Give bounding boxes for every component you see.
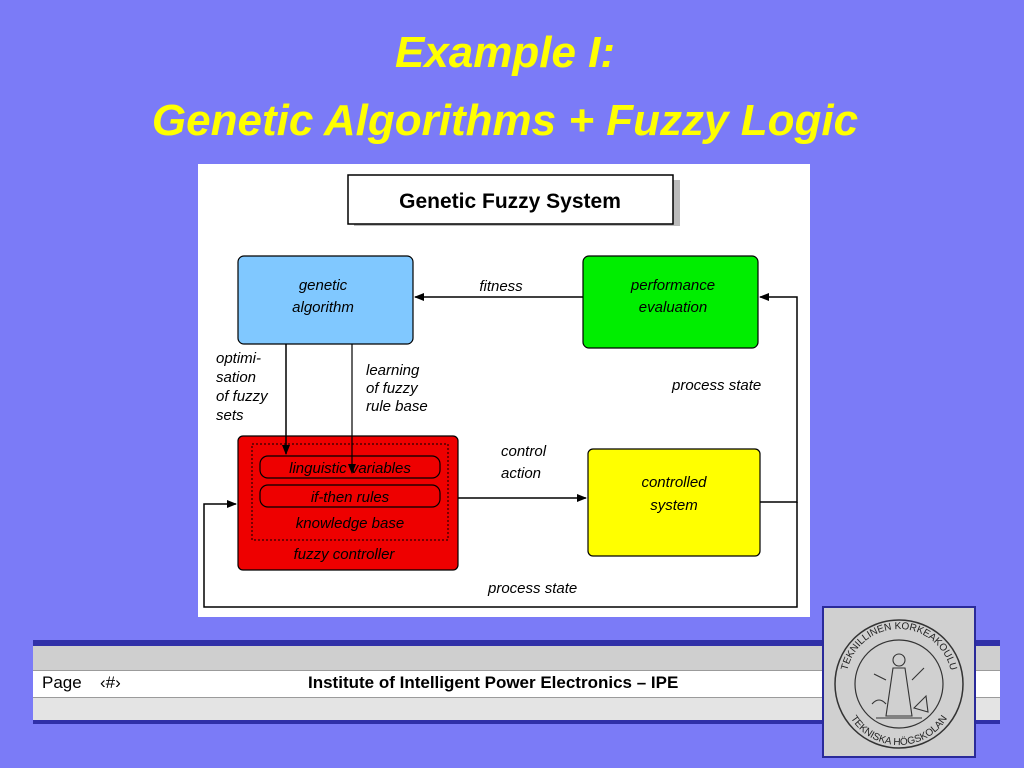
genetic-fuzzy-system-diagram: Genetic Fuzzy System genetic algorithm p… <box>198 164 810 617</box>
genetic-algorithm-line2: algorithm <box>292 299 354 316</box>
seal-figure-icon <box>871 653 929 719</box>
process-state-right-label: process state <box>671 377 761 394</box>
diagram-heading: Genetic Fuzzy System <box>399 190 621 213</box>
footer-bar-lower <box>33 698 1000 720</box>
controlled-system-line2: system <box>650 497 698 514</box>
heading-box <box>347 174 674 225</box>
page-label: Page <box>42 673 82 692</box>
page-number: ‹#› <box>100 673 121 692</box>
linguistic-variables-label: linguistic variables <box>289 460 411 477</box>
fitness-label: fitness <box>479 278 523 295</box>
genetic-algorithm-line1: genetic <box>299 277 348 294</box>
performance-evaluation-block <box>582 255 759 349</box>
process-state-right-arrow <box>759 293 798 503</box>
process-state-bottom-label: process state <box>487 580 577 597</box>
performance-evaluation-line2: evaluation <box>639 299 707 316</box>
seal-inner-ring <box>854 639 944 729</box>
if-then-rules-label: if-then rules <box>311 489 390 506</box>
control-action-label: control action <box>501 443 550 482</box>
institute-name: Institute of Intelligent Power Electroni… <box>308 673 679 692</box>
footer-bar-bottom <box>33 720 1000 724</box>
performance-evaluation-line1: performance <box>630 277 715 294</box>
process-state-bottom-arrow <box>203 500 798 608</box>
fuzzy-controller-label: fuzzy controller <box>294 546 396 563</box>
slide-title-line1: Example I: <box>394 28 616 77</box>
if-then-rules-box <box>259 484 441 508</box>
genetic-algorithm-block <box>237 255 414 345</box>
learning-label: learning of fuzzy rule base <box>366 362 428 415</box>
controlled-system-line1: controlled <box>641 474 707 491</box>
footer-bar-top <box>33 640 1000 646</box>
university-seal: TEKNILLINEN KORKEAKOULU TEKNISKA HÖGSKOL… <box>822 606 976 758</box>
knowledge-base-label: knowledge base <box>296 515 404 532</box>
optimisation-label: optimi- sation of fuzzy sets <box>216 350 272 424</box>
slide-title-line2: Genetic Algorithms + Fuzzy Logic <box>151 96 859 145</box>
